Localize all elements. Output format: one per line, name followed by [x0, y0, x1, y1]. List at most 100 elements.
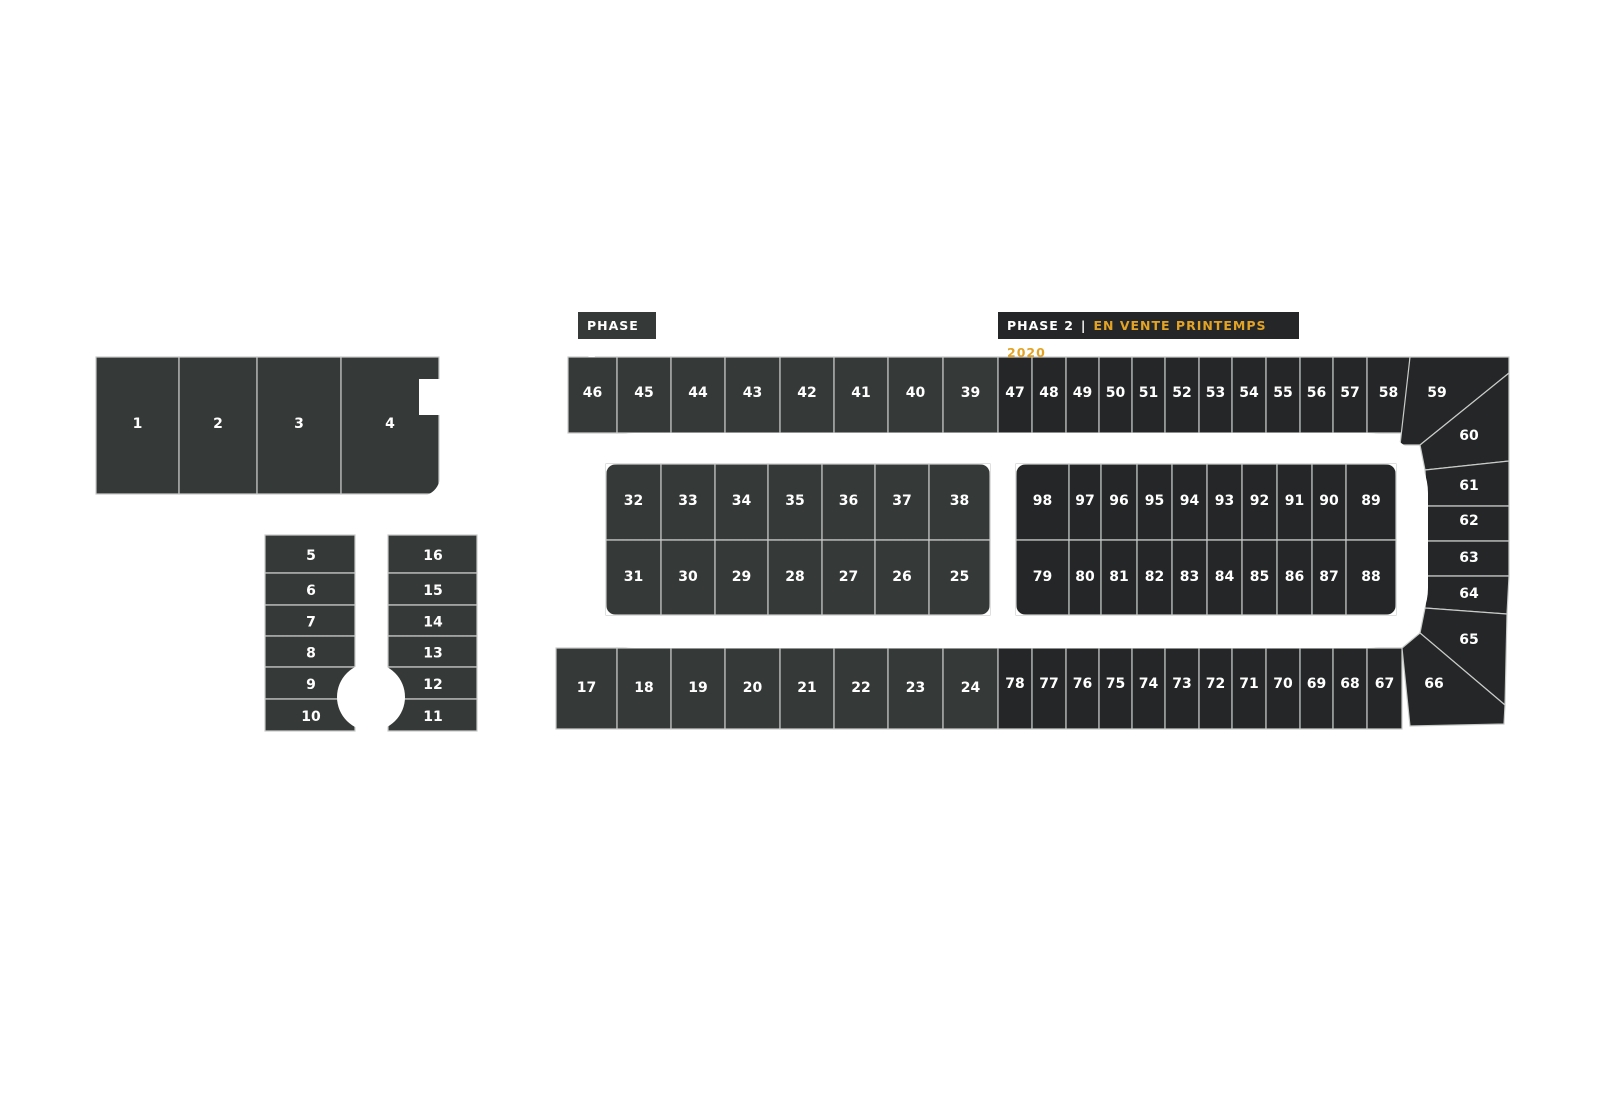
lot-number: 72: [1206, 676, 1225, 692]
lot-number: 45: [634, 385, 653, 401]
lot-number: 27: [839, 569, 858, 585]
lot-number: 83: [1180, 569, 1199, 585]
lot-number: 92: [1250, 493, 1269, 509]
lot-number: 65: [1459, 632, 1478, 648]
lot-4-notch: [419, 379, 441, 415]
lot-number: 22: [851, 680, 870, 696]
lot-number: 1: [133, 416, 143, 432]
lot-number: 64: [1459, 586, 1479, 602]
lot-number: 31: [624, 569, 643, 585]
lot-number: 21: [797, 680, 816, 696]
lot-number: 82: [1145, 569, 1164, 585]
lot-number: 90: [1319, 493, 1339, 509]
lot-number: 94: [1180, 493, 1200, 509]
lot-number: 68: [1340, 676, 1359, 692]
lot-66[interactable]: [1401, 632, 1506, 727]
lot-number: 32: [624, 493, 643, 509]
lot-number: 84: [1215, 569, 1235, 585]
lot-number: 51: [1139, 385, 1158, 401]
lot-number: 18: [634, 680, 653, 696]
corner-mask: [978, 603, 990, 615]
lot-number: 5: [306, 548, 316, 564]
lot-number: 67: [1375, 676, 1394, 692]
lot-number: 69: [1307, 676, 1326, 692]
corner-mask: [978, 464, 990, 476]
corner-mask: [1016, 603, 1028, 615]
lot-number: 98: [1033, 493, 1052, 509]
lot-number: 88: [1361, 569, 1380, 585]
lot-number: 70: [1273, 676, 1293, 692]
phase-2-badge: PHASE 2|EN VENTE PRINTEMPS 2020: [998, 312, 1299, 360]
lot-number: 61: [1459, 478, 1478, 494]
lot-shape[interactable]: [1401, 632, 1506, 727]
lot-number: 30: [678, 569, 698, 585]
corner-mask: [1384, 603, 1396, 615]
lot-number: 13: [423, 646, 442, 662]
lot-number: 29: [732, 569, 751, 585]
lot-number: 36: [839, 493, 858, 509]
lot-number: 34: [732, 493, 752, 509]
lot-number: 38: [950, 493, 969, 509]
lot-number: 97: [1075, 493, 1094, 509]
lot-number: 2: [213, 416, 223, 432]
lot-number: 35: [785, 493, 804, 509]
lot-number: 79: [1033, 569, 1052, 585]
lot-number: 28: [785, 569, 804, 585]
corner-mask: [606, 603, 618, 615]
corner-mask: [606, 464, 618, 476]
lot-number: 58: [1379, 385, 1398, 401]
lot-number: 24: [961, 680, 981, 696]
lot-shape[interactable]: [1366, 647, 1403, 730]
lot-number: 16: [423, 548, 442, 564]
lot-number: 95: [1145, 493, 1164, 509]
lot-number: 52: [1172, 385, 1191, 401]
lot-number: 54: [1239, 385, 1259, 401]
lot-number: 62: [1459, 513, 1478, 529]
lot-number: 53: [1206, 385, 1225, 401]
lot-number: 56: [1307, 385, 1326, 401]
lot-number: 63: [1459, 550, 1478, 566]
lot-number: 78: [1005, 676, 1024, 692]
lot-number: 71: [1239, 676, 1258, 692]
lot-number: 89: [1361, 493, 1380, 509]
lot-number: 76: [1073, 676, 1092, 692]
lot-number: 41: [851, 385, 870, 401]
lot-number: 42: [797, 385, 816, 401]
lot-number: 25: [950, 569, 969, 585]
phase-separator: |: [1080, 318, 1087, 333]
lot-number: 40: [906, 385, 926, 401]
cul-de-sac-road: [356, 534, 387, 704]
lot-number: 19: [688, 680, 707, 696]
lot-number: 33: [678, 493, 697, 509]
lot-number: 85: [1250, 569, 1269, 585]
lot-number: 81: [1109, 569, 1128, 585]
lot-number: 3: [294, 416, 304, 432]
phase-2-label: PHASE 2: [1007, 318, 1074, 333]
lot-number: 60: [1459, 428, 1479, 444]
lot-number: 77: [1039, 676, 1058, 692]
lot-10[interactable]: [264, 698, 356, 732]
lot-number: 14: [423, 615, 443, 631]
lot-number: 9: [306, 677, 316, 693]
lot-number: 10: [301, 709, 321, 725]
lot-number: 73: [1172, 676, 1191, 692]
lot-number: 6: [306, 583, 316, 599]
lot-number: 80: [1075, 569, 1095, 585]
lot-number: 23: [906, 680, 925, 696]
corner-mask: [414, 470, 441, 497]
lot-number: 50: [1106, 385, 1126, 401]
lot-67[interactable]: [1366, 647, 1403, 730]
lot-number: 75: [1106, 676, 1125, 692]
phase-1-label: PHASE 1: [587, 318, 639, 360]
lot-number: 20: [743, 680, 763, 696]
lot-number: 93: [1215, 493, 1234, 509]
lot-shape[interactable]: [264, 698, 356, 732]
lot-number: 26: [892, 569, 911, 585]
lot-number: 8: [306, 646, 316, 662]
lot-number: 12: [423, 677, 442, 693]
lot-number: 15: [423, 583, 442, 599]
lot-number: 87: [1319, 569, 1338, 585]
lot-number: 86: [1285, 569, 1304, 585]
lot-number: 11: [423, 709, 442, 725]
lot-number: 7: [306, 615, 316, 631]
